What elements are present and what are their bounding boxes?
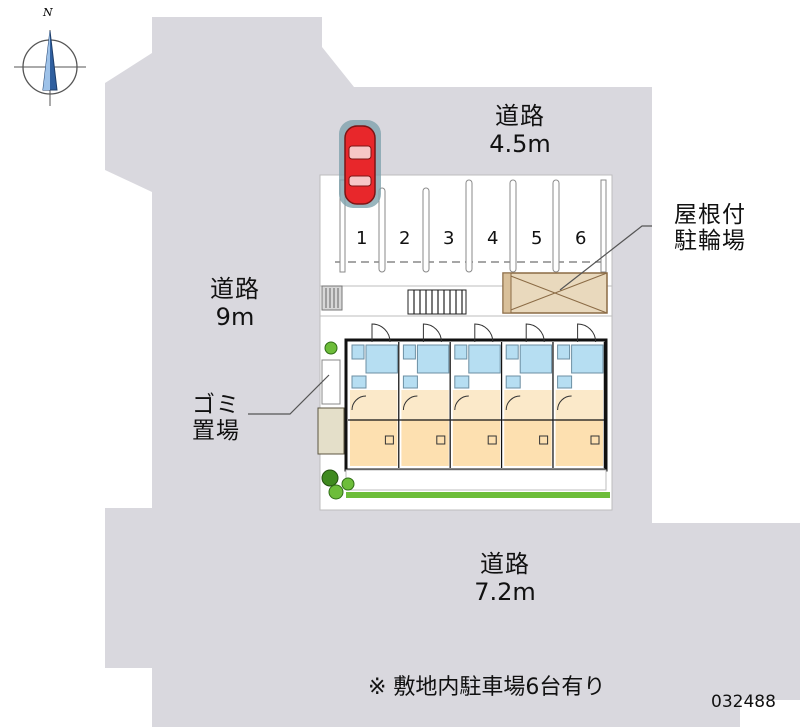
door-icon — [402, 323, 442, 411]
door-arc-inner — [402, 395, 418, 411]
unit-washroom — [402, 375, 418, 389]
door-arc — [422, 323, 442, 343]
door-arc — [474, 323, 494, 343]
door-icon — [505, 323, 545, 411]
car-icon — [339, 120, 381, 208]
entrance-stairs-lines — [413, 290, 463, 314]
road-bottom-width: 7.2m — [474, 577, 536, 606]
unit-washroom — [557, 375, 573, 389]
garbage-label-line2: 置場 — [192, 418, 240, 445]
leader-line-garbage — [248, 374, 330, 415]
unit-kitchen — [452, 390, 501, 420]
unit-bath — [468, 344, 501, 374]
unit-fixture — [436, 435, 446, 445]
unit-fixture — [590, 435, 600, 445]
bike-shed — [502, 272, 608, 314]
parking-slot-3: 3 — [443, 228, 455, 249]
road-left-name: 道路 — [210, 275, 260, 303]
garbage-label: ゴミ 置場 — [178, 392, 254, 445]
bike-parking-label: 屋根付 駐輪場 — [655, 202, 765, 255]
unit-fixture — [539, 435, 549, 445]
apartment-unit — [399, 342, 453, 468]
road-top-name: 道路 — [495, 102, 545, 130]
door-arc — [577, 323, 597, 343]
unit-bath — [519, 344, 553, 374]
unit-room — [504, 420, 552, 466]
unit-room — [350, 420, 398, 466]
door-arc-inner — [351, 395, 367, 411]
road-left-label: 道路 9m — [185, 275, 285, 331]
apartment-unit — [348, 342, 401, 468]
door-icon — [454, 323, 494, 411]
unit-kitchen — [350, 390, 398, 420]
unit-kitchen — [504, 390, 552, 420]
door-arc — [525, 323, 545, 343]
shrub — [341, 477, 355, 491]
unit-washroom — [454, 375, 470, 389]
door-arc-inner — [454, 395, 469, 411]
drain-grate-lines — [325, 288, 339, 308]
unit-toilet — [351, 344, 365, 360]
bike-parking-label-line2: 駐輪場 — [674, 228, 746, 255]
door-icon — [557, 323, 597, 411]
shrub — [324, 341, 338, 355]
road-left-width: 9m — [215, 302, 255, 331]
unit-fixture — [487, 435, 497, 445]
entrance-stairs — [407, 289, 467, 315]
apartment-unit — [450, 342, 504, 468]
shrub — [321, 469, 339, 487]
drain-grate — [321, 285, 343, 311]
property-code: 032488 — [711, 692, 776, 712]
unit-room — [452, 420, 501, 466]
unit-fixture — [384, 435, 394, 445]
bike-parking-label-line1: 屋根付 — [674, 202, 746, 228]
leader-line-bike — [559, 225, 652, 291]
unit-room — [401, 420, 449, 466]
compass-north-label: N — [43, 6, 53, 19]
road-top-width: 4.5m — [489, 129, 551, 158]
road-bottom-name: 道路 — [480, 550, 530, 578]
parking-slot-1: 1 — [356, 228, 368, 249]
unit-toilet — [402, 344, 416, 360]
road-bottom-label: 道路 7.2m — [445, 550, 565, 606]
garbage-label-line1: ゴミ — [192, 392, 240, 418]
garbage-bins — [317, 407, 345, 455]
apartment-unit — [553, 342, 607, 468]
garbage-area — [321, 359, 341, 405]
door-arc-inner — [505, 395, 521, 411]
unit-toilet — [454, 344, 468, 360]
unit-bath — [365, 344, 398, 374]
unit-kitchen — [401, 390, 449, 420]
door-arc — [371, 323, 391, 343]
parking-slot-4: 4 — [487, 228, 499, 249]
parking-note: ※ 敷地内駐車場6台有り — [368, 675, 606, 700]
parking-slot-6: 6 — [575, 228, 587, 249]
unit-bath — [416, 344, 450, 374]
door-icon — [351, 323, 391, 411]
apartment-unit — [502, 342, 555, 468]
unit-kitchen — [555, 390, 603, 420]
parking-slot-5: 5 — [531, 228, 543, 249]
unit-bath — [571, 344, 604, 374]
compass-icon — [14, 30, 86, 106]
shrub — [328, 484, 344, 500]
unit-toilet — [557, 344, 571, 360]
unit-washroom — [505, 375, 521, 389]
parking-slot-2: 2 — [399, 228, 411, 249]
parking-zone — [335, 179, 608, 273]
unit-room — [555, 420, 603, 466]
door-arc-inner — [557, 395, 572, 411]
unit-toilet — [505, 344, 519, 360]
road-top-label: 道路 4.5m — [470, 102, 570, 158]
unit-washroom — [351, 375, 367, 389]
